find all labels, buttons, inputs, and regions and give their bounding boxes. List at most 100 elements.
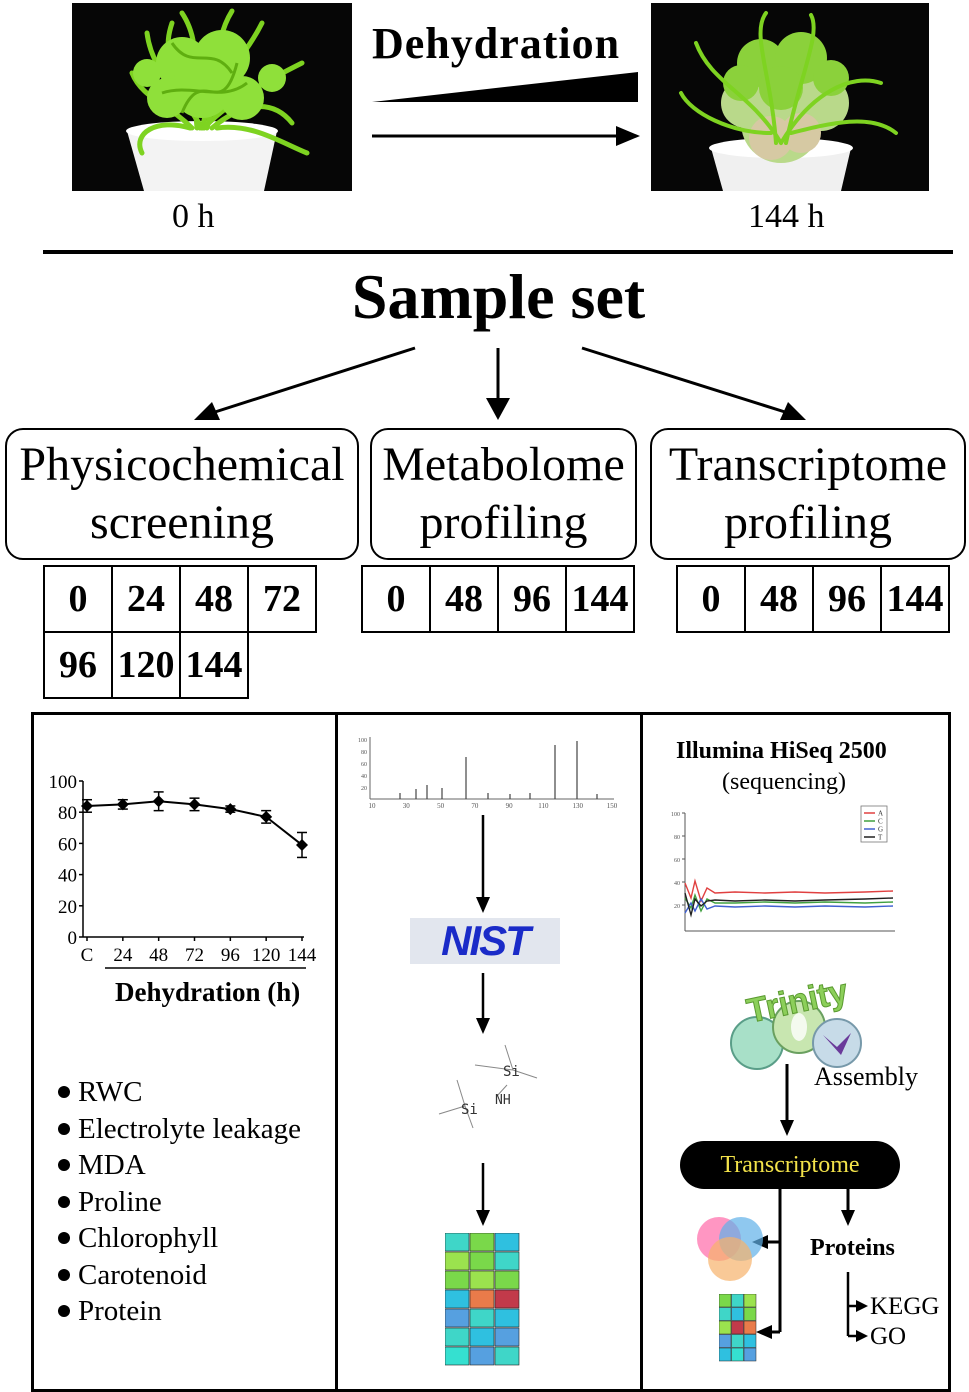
heatmap-cell bbox=[719, 1307, 732, 1321]
branch-arrows bbox=[194, 346, 806, 420]
heatmap-cell bbox=[445, 1251, 470, 1271]
timepoint-cell: 48 bbox=[429, 565, 499, 633]
trinity-logo: Trinity bbox=[730, 975, 862, 1070]
heatmap-cell bbox=[719, 1334, 732, 1348]
venn-diagram bbox=[697, 1217, 763, 1281]
rwc-x-tick-label: 24 bbox=[113, 945, 133, 966]
parameter-item: Carotenoid bbox=[58, 1257, 301, 1294]
metabolome-timepoints: 0 48 96 144 bbox=[361, 565, 635, 633]
heatmap-cell bbox=[494, 1346, 520, 1366]
timepoint-cell: 96 bbox=[497, 565, 567, 633]
timepoint-cell: 0 bbox=[43, 565, 113, 633]
rwc-point bbox=[296, 838, 308, 851]
timepoint-cell: 96 bbox=[43, 631, 113, 699]
header-divider bbox=[43, 250, 953, 254]
ms-x-tick-label: 10 bbox=[369, 802, 377, 810]
parameter-label: Electrolyte leakage bbox=[78, 1112, 302, 1145]
rwc-x-tick-label: 120 bbox=[252, 945, 281, 966]
rwc-point bbox=[152, 795, 165, 808]
heatmap-cell bbox=[731, 1294, 744, 1308]
branch-metabolome: Metabolome profiling bbox=[370, 428, 637, 560]
parameter-label: Carotenoid bbox=[78, 1258, 207, 1291]
transcriptome-pill: Transcriptome bbox=[680, 1141, 900, 1189]
ms-y-tick-label: 40 bbox=[361, 774, 367, 780]
nist-logo-text: NIST bbox=[441, 917, 531, 964]
dehydration-wedge bbox=[372, 72, 640, 146]
heatmap-cell bbox=[719, 1347, 732, 1362]
timepoint-cell: 144 bbox=[880, 565, 950, 633]
timepoint-cell: 24 bbox=[111, 565, 181, 633]
bullet-icon bbox=[58, 1086, 70, 1099]
qc-legend-label: C bbox=[878, 818, 883, 826]
branch-transcriptome: Transcriptome profiling bbox=[650, 428, 966, 560]
ms-y-tick-label: 20 bbox=[361, 786, 367, 792]
proteins-label: Proteins bbox=[810, 1235, 895, 1261]
heatmap-cell bbox=[743, 1320, 757, 1335]
timepoint-cell: 96 bbox=[812, 565, 882, 633]
sequencing-note: (sequencing) bbox=[722, 769, 846, 795]
plant-photo-0h bbox=[72, 3, 352, 191]
timepoint-cell: 0 bbox=[361, 565, 431, 633]
rwc-x-tick-label: 72 bbox=[185, 945, 204, 966]
heatmap-cell bbox=[743, 1294, 757, 1308]
heatmap-cell bbox=[719, 1320, 732, 1335]
rwc-y-tick-label: 40 bbox=[58, 866, 77, 887]
ms-x-tick-label: 90 bbox=[506, 802, 513, 810]
ms-x-tick-label: 30 bbox=[403, 802, 411, 810]
parameter-label: MDA bbox=[78, 1149, 146, 1181]
qc-legend-label: G bbox=[878, 826, 883, 834]
ms-x-tick-label: 150 bbox=[607, 802, 617, 810]
parameter-item: Electrolyte leakage bbox=[58, 1111, 301, 1148]
bullet-icon bbox=[58, 1122, 70, 1135]
qc-y-tick-label: 20 bbox=[674, 904, 680, 910]
plant-photo-0h-graphic bbox=[72, 3, 352, 191]
parameter-item: Proline bbox=[58, 1184, 301, 1221]
branch-physicochemical-title1: Physicochemical bbox=[19, 438, 345, 492]
photo-end-label: 144 h bbox=[748, 198, 825, 235]
methods-panel bbox=[31, 712, 951, 1392]
heatmap-cell bbox=[494, 1270, 520, 1290]
branch-metabolome-title2: profiling bbox=[419, 496, 588, 549]
qc-legend-label: T bbox=[878, 834, 883, 842]
rwc-point bbox=[116, 798, 129, 811]
timepoint-cell: 144 bbox=[565, 565, 635, 633]
parameter-item: Protein bbox=[58, 1293, 301, 1330]
panel-divider-1 bbox=[335, 712, 338, 1392]
metabolome-heatmap bbox=[445, 1233, 520, 1366]
parameter-label: Protein bbox=[78, 1295, 162, 1327]
molecule-structure: Si NH Si bbox=[438, 1044, 538, 1129]
qc-legend-label: A bbox=[878, 810, 883, 818]
timepoint-cell: 48 bbox=[744, 565, 814, 633]
kegg-label: KEGG bbox=[870, 1293, 940, 1320]
timepoint-cell: 0 bbox=[676, 565, 746, 633]
timepoint-cell: 144 bbox=[179, 631, 249, 699]
rwc-y-tick-label: 0 bbox=[68, 928, 78, 949]
rwc-point bbox=[81, 799, 93, 812]
heatmap-cell bbox=[469, 1251, 495, 1271]
heatmap-cell bbox=[445, 1270, 470, 1290]
qc-y-tick-label: 80 bbox=[674, 835, 680, 841]
branch-physicochemical: Physicochemical screening bbox=[5, 428, 359, 560]
heatmap-cell bbox=[445, 1346, 470, 1366]
sample-set-title: Sample set bbox=[351, 261, 646, 332]
branch-transcriptome-title2: profiling bbox=[724, 496, 892, 549]
parameter-item: MDA bbox=[58, 1147, 301, 1184]
bullet-icon bbox=[58, 1268, 70, 1281]
transcriptome-flow-arrows bbox=[752, 1064, 868, 1342]
ms-x-tick-label: 130 bbox=[572, 802, 583, 810]
panel-divider-2 bbox=[640, 712, 643, 1392]
ms-y-tick-label: 60 bbox=[361, 762, 367, 768]
heatmap-cell bbox=[731, 1307, 744, 1321]
rwc-point bbox=[260, 810, 273, 823]
heatmap-cell bbox=[469, 1233, 495, 1252]
transcriptome-pill-label: Transcriptome bbox=[720, 1151, 860, 1178]
ms-y-tick-label: 100 bbox=[358, 738, 367, 744]
sequencing-platform: Illumina HiSeq 2500 bbox=[676, 738, 887, 764]
heatmap-cell bbox=[494, 1251, 520, 1271]
rwc-y-tick-label: 100 bbox=[49, 772, 78, 793]
heatmap-cell bbox=[494, 1308, 520, 1328]
rwc-y-tick-label: 60 bbox=[58, 834, 77, 855]
heatmap-cell bbox=[469, 1270, 495, 1290]
